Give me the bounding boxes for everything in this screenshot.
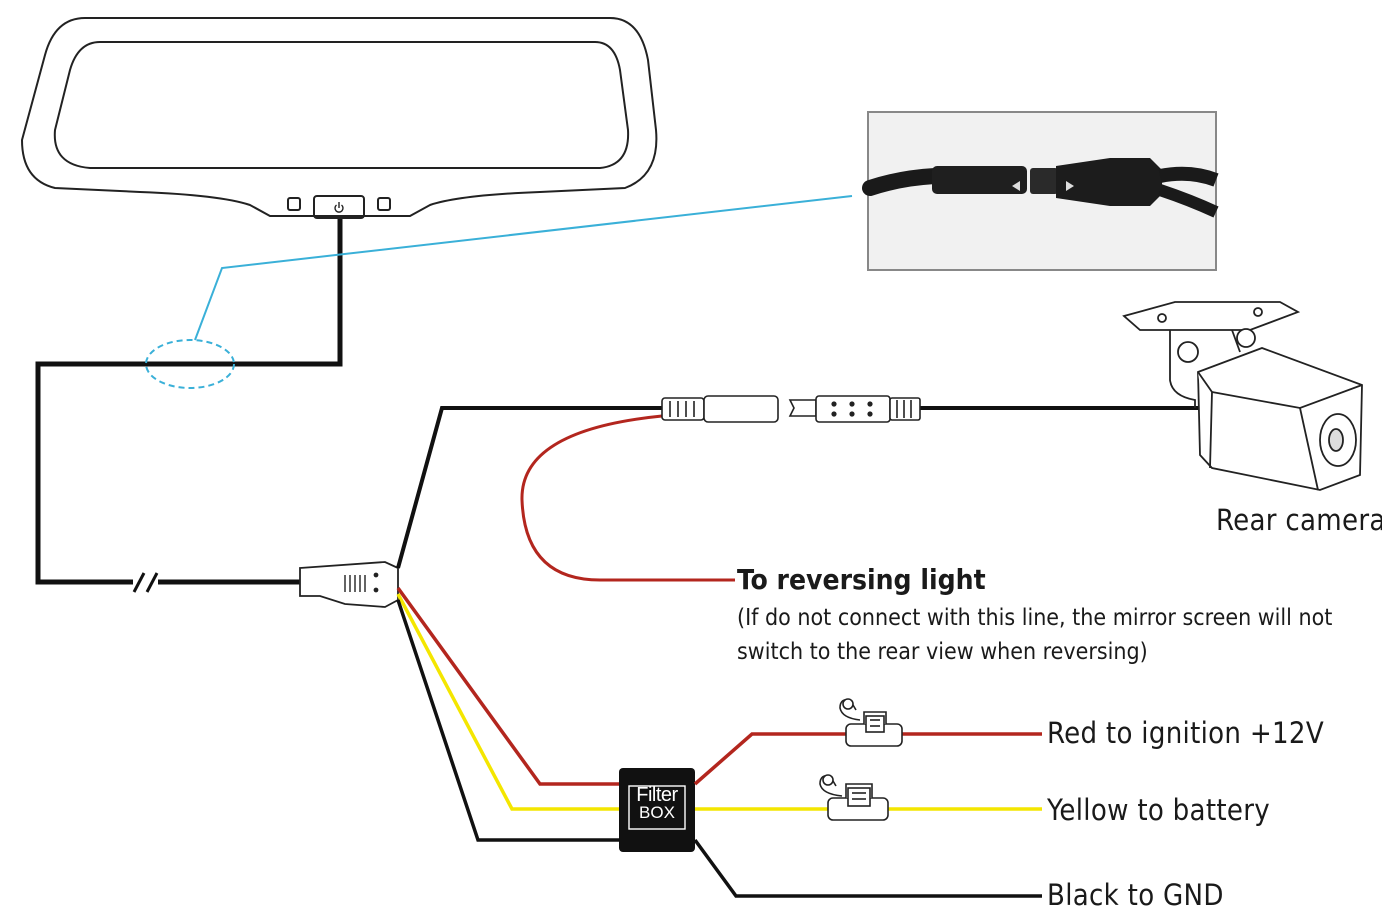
reversing-light-note: (If do not connect with this line, the m… — [737, 605, 1333, 665]
reversing-wire — [520, 414, 735, 582]
power-harness — [396, 586, 620, 842]
connector-photo — [862, 111, 1219, 271]
connector-hub — [299, 561, 399, 608]
filter-box-text: Filter BOX — [620, 784, 694, 822]
rear-view-mirror — [20, 17, 658, 219]
camera-video-cable — [396, 406, 1200, 569]
power-icon — [334, 202, 344, 213]
mirror-left-button — [287, 197, 301, 211]
rear-camera-label: Rear camera — [1216, 503, 1382, 537]
fuse-icon — [819, 774, 889, 821]
red-wire-label: Red to ignition +12V — [1047, 716, 1324, 750]
filter-box-line1: Filter — [636, 784, 678, 806]
mirror-cable — [35, 219, 343, 585]
connector-callout — [145, 195, 853, 389]
filter-box-label-frame — [628, 785, 686, 830]
fuse-icon — [839, 698, 903, 747]
cable-break-mark — [132, 572, 159, 593]
output-wires — [693, 732, 1042, 898]
filter-box-line2: BOX — [639, 803, 675, 822]
mirror-power-button — [313, 195, 365, 219]
filter-box — [619, 768, 695, 852]
connector-icon — [661, 395, 921, 423]
black-wire-label: Black to GND — [1047, 878, 1224, 912]
camera-icon — [1122, 301, 1363, 491]
mirror-right-button — [377, 197, 391, 211]
yellow-wire-label: Yellow to battery — [1047, 793, 1270, 827]
reversing-light-label: To reversing light — [737, 563, 986, 596]
